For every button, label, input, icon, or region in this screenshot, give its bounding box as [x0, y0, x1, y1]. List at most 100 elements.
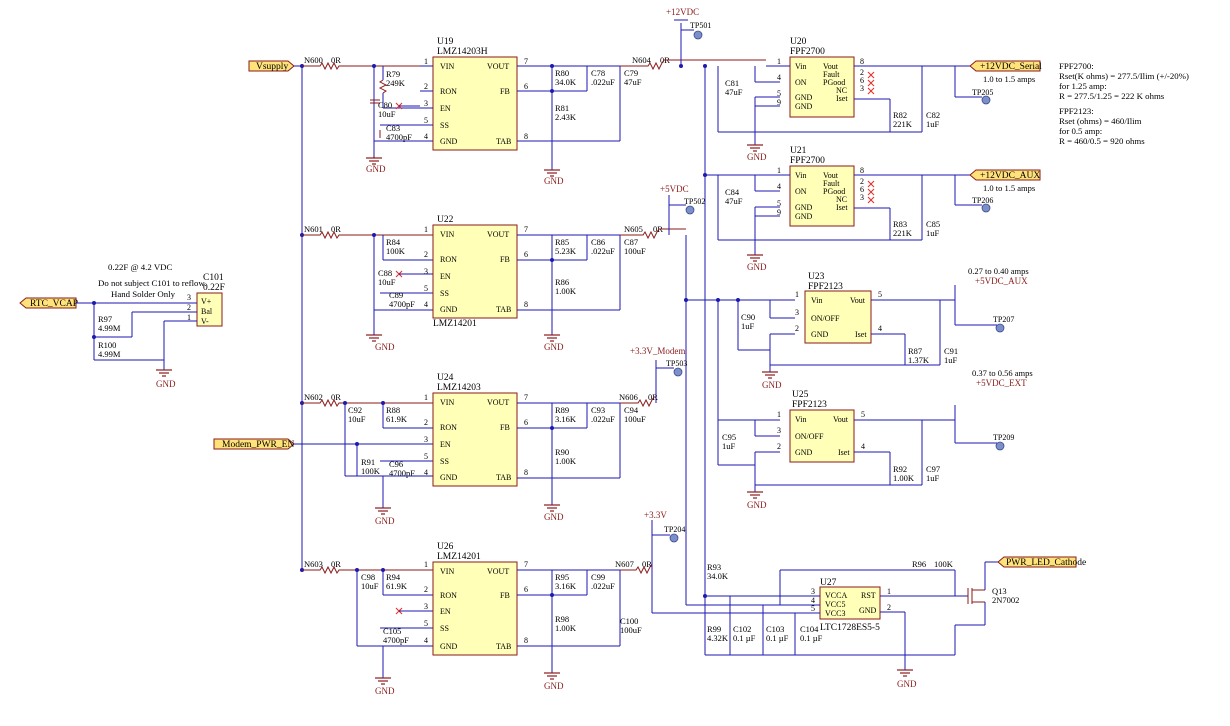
12vdc-serial-port[interactable] [969, 60, 1041, 72]
testpoint-tp204[interactable] [669, 533, 679, 543]
vsupply-port[interactable] [248, 60, 295, 72]
c81-ref: C81 [725, 78, 739, 88]
supercap-note-1: 0.22F @ 4.2 VDC [108, 262, 173, 272]
fpf2123-note-1: FPF2123: [1059, 106, 1094, 116]
u19-pin-tab: TAB [496, 137, 511, 146]
svg-text:VIN: VIN [440, 567, 454, 576]
svg-text:3: 3 [424, 435, 428, 444]
svg-text:VCC3: VCC3 [825, 609, 845, 618]
regulator-u24 [432, 392, 518, 487]
c83-value: 4700pF [386, 132, 412, 142]
r80-value: 34.0K [555, 77, 577, 87]
u25-ref: U25 [792, 390, 809, 400]
svg-text:1: 1 [424, 57, 428, 66]
regulator-u19 [432, 56, 518, 151]
fpf2700-note-4: R = 277.5/1.25 = 222 K ohms [1059, 91, 1165, 101]
c104-value: 0.1 µF [800, 633, 823, 643]
c92-value: 10uF [348, 414, 366, 424]
vsupply-label: Vsupply [256, 62, 288, 72]
load-switch-u20 [789, 56, 855, 118]
tp503-label: TP503 [666, 359, 687, 368]
svg-text:1: 1 [424, 560, 428, 569]
svg-text:8: 8 [860, 57, 864, 66]
svg-text:6: 6 [524, 250, 528, 259]
svg-text:8: 8 [524, 636, 528, 645]
c87-ref: C87 [624, 237, 638, 247]
svg-text:4: 4 [424, 132, 428, 141]
testpoint-tp207[interactable] [995, 323, 1005, 333]
svg-text:3: 3 [811, 587, 815, 596]
svg-text:9: 9 [777, 208, 781, 217]
r84-ref: R84 [386, 237, 401, 247]
testpoint-tp502[interactable] [685, 205, 695, 215]
c90-ref: C90 [741, 312, 755, 322]
supercap-c101 [196, 292, 223, 327]
c101-ref: C101 [203, 273, 224, 283]
svg-text:Iset: Iset [836, 94, 848, 103]
r82-value: 221K [893, 119, 913, 129]
svg-text:ON: ON [795, 187, 807, 196]
r85-value: 5.23K [555, 246, 577, 256]
r96-value: 100K [934, 559, 954, 569]
r86-value: 1.00K [555, 286, 577, 296]
r-0r-label: 0R [331, 55, 341, 65]
r91-value: 100K [361, 466, 381, 476]
svg-text:GND: GND [156, 379, 176, 389]
fpf2700-note-1: FPF2700: [1059, 61, 1094, 71]
svg-text:4: 4 [811, 596, 815, 605]
modem-pwr-en-port[interactable] [213, 438, 295, 450]
svg-text:2: 2 [887, 603, 891, 612]
svg-text:0R: 0R [642, 559, 652, 569]
svg-text:0R: 0R [331, 559, 341, 569]
r85-ref: R85 [555, 237, 569, 247]
testpoint-tp206[interactable] [981, 203, 991, 213]
pwr-led-cathode-port[interactable] [997, 556, 1077, 568]
svg-text:VIN: VIN [440, 398, 454, 407]
svg-text:Iset: Iset [855, 330, 867, 339]
c94-ref: C94 [624, 405, 639, 415]
c101-value: 0.22F [203, 283, 225, 293]
svg-text:V-: V- [201, 317, 209, 326]
svg-text:4: 4 [424, 300, 428, 309]
c78-ref: C78 [591, 68, 605, 78]
aux-current-note: 1.0 to 1.5 amps [983, 183, 1035, 193]
svg-text:4: 4 [424, 468, 428, 477]
svg-text:4: 4 [424, 636, 428, 645]
svg-text:Fault: Fault [823, 179, 840, 188]
c97-ref: C97 [926, 464, 940, 474]
resistor-0r [302, 61, 420, 71]
svg-text:1: 1 [777, 166, 781, 175]
svg-text:Fault: Fault [823, 70, 840, 79]
testpoint-tp501[interactable] [693, 30, 703, 40]
12vdc-aux-port[interactable] [969, 169, 1041, 181]
svg-text:Vout: Vout [850, 296, 866, 305]
svg-text:SS: SS [440, 289, 449, 298]
c85-ref: C85 [926, 219, 940, 229]
testpoint-tp503[interactable] [673, 367, 683, 377]
testpoint-tp209[interactable] [995, 441, 1005, 451]
svg-text:GND: GND [762, 380, 782, 390]
svg-text:GND: GND [795, 448, 813, 457]
c80-value: 10uF [378, 109, 396, 119]
svg-text:Vin: Vin [811, 296, 823, 305]
u21-ref: U21 [790, 146, 807, 156]
svg-text:Vout: Vout [823, 62, 839, 71]
svg-text:EN: EN [440, 440, 451, 449]
svg-text:2: 2 [777, 442, 781, 451]
svg-text:GND: GND [544, 512, 564, 522]
svg-text:0R: 0R [331, 224, 341, 234]
c88-ref: C88 [378, 268, 392, 278]
r81-ref: R81 [555, 103, 569, 113]
svg-text:FB: FB [500, 255, 510, 264]
svg-text:2: 2 [860, 177, 864, 186]
svg-text:6: 6 [860, 185, 864, 194]
c82-ref: C82 [926, 110, 940, 120]
svg-text:6: 6 [860, 76, 864, 85]
svg-text:6: 6 [524, 418, 528, 427]
tp205-label: TP205 [972, 88, 993, 97]
svg-text:GND: GND [544, 681, 564, 691]
svg-text:2: 2 [424, 585, 428, 594]
testpoint-tp205[interactable] [981, 95, 991, 105]
svg-text:VCC5: VCC5 [825, 600, 845, 609]
c82-value: 1uF [926, 119, 940, 129]
